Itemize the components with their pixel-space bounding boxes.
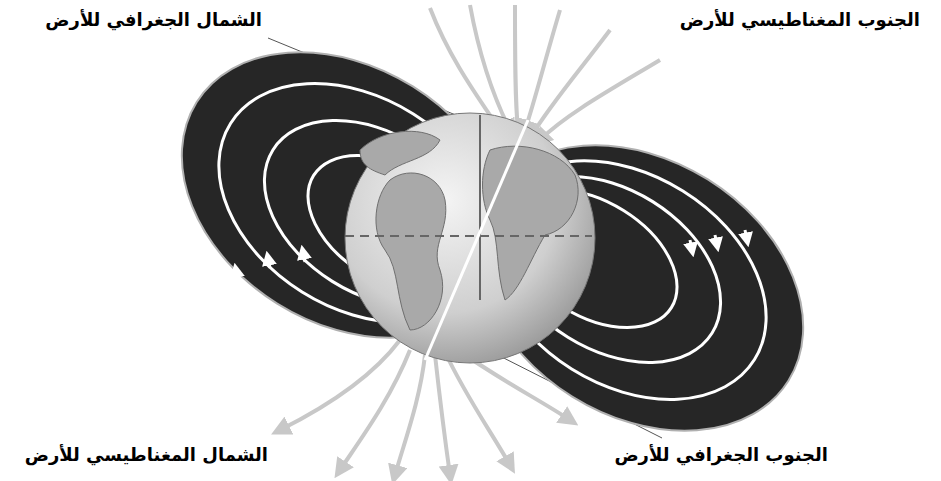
pole-label: الشمال الجغرافي للأرض	[45, 8, 262, 31]
pole-label: الجنوب الجغرافي للأرض	[614, 443, 828, 466]
pole-label: الجنوب المغناطيسي للأرض	[680, 8, 920, 31]
pole-label: الشمال المغناطيسي للأرض	[25, 443, 268, 466]
